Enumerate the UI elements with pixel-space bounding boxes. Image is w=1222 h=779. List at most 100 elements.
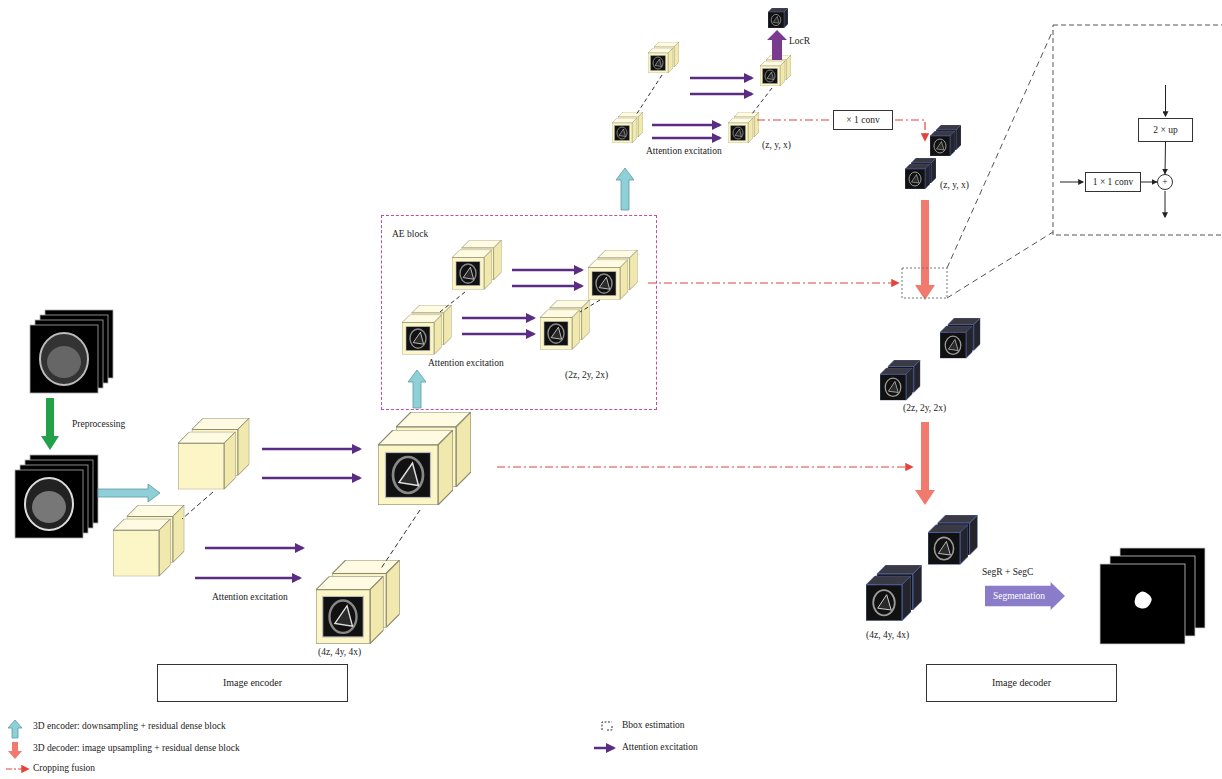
legend-text: Bbox estimation [622,720,685,731]
node-title: Segmentation [993,591,1045,602]
node-title: Image encoder [223,677,282,689]
ct-slice [30,325,98,393]
attention-arrow [690,93,752,96]
legend-fusion-icon [6,768,28,769]
feature-cube [178,418,249,489]
feature-cube [612,112,643,143]
decoder-cube [905,158,936,189]
decoder-cube [880,360,920,400]
encoder-arrow [616,168,634,210]
dimension-label: (4z, 4y, 4x) [866,630,909,641]
attention-arrow [262,448,360,451]
preprocessed-slices [15,455,98,538]
decoder-arrow [915,422,935,505]
ct-skull [25,478,73,530]
dimension-label: (2z, 2y, 2x) [903,403,946,414]
legend-encoder-icon [8,720,22,738]
attention-arrow [195,577,300,580]
connector-arrow [1141,182,1157,183]
preprocessing-arrow [41,398,59,450]
dashed-link [380,510,420,570]
dimension-label: (z, y, x) [762,140,791,151]
sum-circle: + [1157,174,1173,190]
connector-arrow [1165,142,1167,174]
segmentation-mask [1100,548,1205,644]
legend-text: 3D encoder: downsampling + residual dens… [33,721,226,732]
feature-cube [728,112,759,143]
attention-arrow [462,317,534,320]
ct-slice [15,470,83,538]
segmentation-arrow: Segmentation [985,582,1065,610]
attention-label: Attention excitation [212,592,288,603]
legend-attention-icon [594,747,614,750]
feature-cube [588,250,638,300]
ct-brain [47,346,81,378]
zoom-line [947,30,1053,268]
zoom-line [947,232,1053,298]
bbox-marker [902,268,947,298]
dimension-label: (z, y, x) [940,180,969,191]
dashed-link [182,492,213,519]
conv-box: 1 × 1 conv [1085,172,1141,192]
arrow-fill [985,582,1065,610]
node-title: 2 × up [1153,125,1177,136]
bbox-cube [768,8,788,28]
dashed-link [752,88,772,114]
decoder-cube [940,318,980,358]
legend-text: 3D decoder: image upsampling + residual … [33,743,240,754]
attention-arrow [652,124,720,127]
decoder-cube [930,125,961,156]
mask-blob [1135,591,1152,608]
ae-block: AE blockAttention excitation (2z, 2y, 2x) [381,215,657,410]
conv-box: × 1 conv [833,110,893,130]
ct-slices [30,310,113,393]
attention-label: Attention excitation [646,146,722,157]
inset-arrow [1165,85,1166,116]
feature-cube [452,240,502,290]
cropping-fusion-line [895,120,925,140]
attention-arrow [690,77,752,80]
feature-cube [113,505,184,576]
inset-frame [1053,25,1222,235]
node-title: 1 × 1 conv [1093,177,1133,188]
attention-arrow [462,333,534,336]
attention-arrow [652,137,720,140]
attention-arrow [512,285,582,288]
node-text: Attention excitation [428,358,504,369]
legend-bbox-icon [602,722,612,730]
cropping-fusion-line [757,119,831,120]
feature-cube [540,300,590,350]
inset-arrow [1165,191,1166,217]
decoder-arrow [915,200,935,300]
node-title: Image decoder [992,677,1051,689]
feature-cube [316,560,400,644]
ct-brain [32,491,66,523]
dashed-link [440,292,465,312]
inset-arrow [1060,182,1083,183]
loss-label: SegR + SegC [982,567,1033,578]
attention-arrow [205,547,303,550]
decoder-box: Image decoder [926,664,1117,702]
encoder-arrow [408,370,426,408]
node-text: (2z, 2y, 2x) [565,370,608,381]
node-title: × 1 conv [846,115,879,126]
dashed-link [636,75,662,115]
decoder-cube [866,565,922,621]
decoder-cube [928,515,978,565]
feature-cube [378,412,471,505]
legend-text: Attention excitation [622,742,698,753]
feature-cube [648,42,679,73]
ct-skull [40,333,88,385]
encoder-box: Image encoder [157,664,348,702]
locr-arrow [767,30,787,60]
legend-decoder-icon [8,742,22,759]
dimension-label: (4z, 4y, 4x) [318,647,361,658]
attention-arrow [512,269,582,272]
attention-arrow [262,477,360,480]
encoder-arrow [98,484,160,502]
node-title: AE block [392,229,428,240]
feature-cube [402,305,452,355]
